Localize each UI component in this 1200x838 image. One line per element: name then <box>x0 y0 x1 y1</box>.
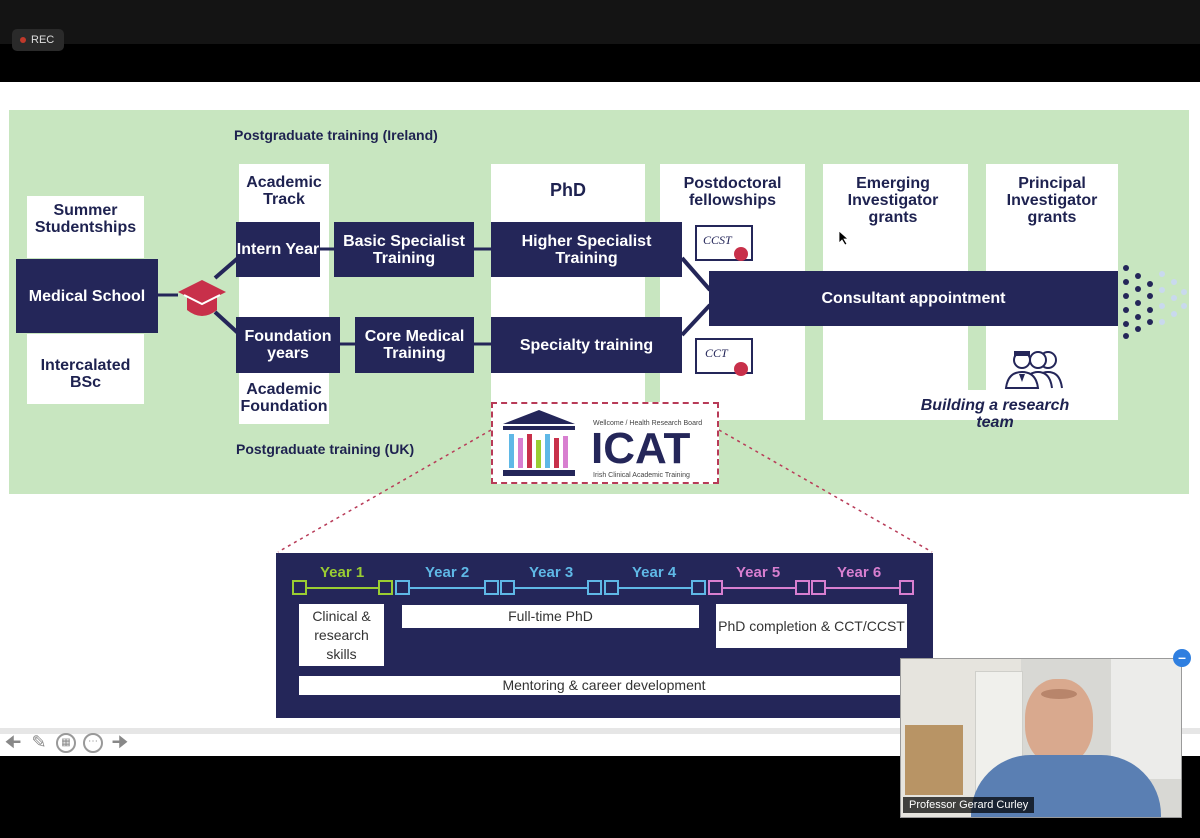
mentoring-box: Mentoring & career development <box>299 676 909 695</box>
back-arrow-icon[interactable]: 🠈 <box>4 732 22 752</box>
phd-completion-box: PhD completion & CCT/CCST <box>716 604 907 648</box>
team-icon <box>1004 351 1063 389</box>
intercalated-label: Intercalated BSc <box>40 357 131 391</box>
forward-arrow-icon[interactable]: 🠊 <box>111 732 129 752</box>
academic-track-label: Academic Track <box>246 174 322 208</box>
summer-label: Summer Studentships <box>34 202 137 236</box>
ccst-seal-icon <box>734 247 748 261</box>
principal-label: Principal Investigator grants <box>1006 175 1098 226</box>
year-2-label: Year 2 <box>425 564 470 581</box>
basic-specialist-box: Basic Specialist Training <box>334 222 474 277</box>
recording-indicator: REC <box>12 29 65 51</box>
specialty-training-box: Specialty training <box>491 317 682 373</box>
foundation-years-box: Foundation years <box>236 317 340 373</box>
research-team-label: Building a research team <box>920 397 1070 431</box>
background-boxes <box>905 725 963 795</box>
higher-specialist-box: Higher Specialist Training <box>491 222 682 277</box>
participant-name: Professor Gerard Curley <box>903 797 1035 813</box>
top-bar <box>0 0 1200 44</box>
cct-seal-icon <box>734 362 748 376</box>
consultant-box: Consultant appointment <box>709 271 1118 326</box>
intern-year-box: Intern Year <box>236 222 320 277</box>
research-team-strip <box>968 390 1118 420</box>
pen-icon[interactable]: ✎ <box>31 732 47 752</box>
clinical-skills-box: Clinical & research skills <box>299 604 384 666</box>
emerging-label: Emerging Investigator grants <box>847 175 939 226</box>
year-1-label: Year 1 <box>320 564 365 581</box>
academic-foundation-label: Academic Foundation <box>240 381 328 415</box>
medical-school-box: Medical School <box>16 259 158 333</box>
icat-logo: Wellcome / Health Research Board ICAT Ir… <box>491 402 719 484</box>
dotted-arrow-icon <box>1123 265 1187 339</box>
phd-label: PhD <box>550 180 586 200</box>
intercalated-column <box>27 334 144 404</box>
icat-building-icon <box>503 410 575 476</box>
header-ireland: Postgraduate training (Ireland) <box>234 127 438 143</box>
year-5-label: Year 5 <box>736 564 781 581</box>
minimize-icon[interactable]: – <box>1173 649 1191 667</box>
mouse-cursor-icon <box>838 230 848 246</box>
year-4-label: Year 4 <box>632 564 677 581</box>
record-dot-icon <box>20 37 26 43</box>
year-3-label: Year 3 <box>529 564 574 581</box>
fulltime-phd-box: Full-time PhD <box>402 605 699 628</box>
summer-column <box>27 196 144 258</box>
slides-icon[interactable]: ▦ <box>56 733 76 753</box>
header-uk: Postgraduate training (UK) <box>236 441 415 457</box>
postdoc-label: Postdoctoral fellowships <box>683 175 782 209</box>
timeline-track <box>292 580 914 595</box>
graduation-cap-icon <box>178 280 226 316</box>
year-6-label: Year 6 <box>837 564 882 581</box>
cct-certificate-icon: CCT <box>695 338 753 374</box>
more-icon[interactable]: ⋯ <box>83 733 103 753</box>
core-medical-box: Core Medical Training <box>355 317 474 373</box>
academic-column <box>239 164 329 424</box>
participant-video[interactable] <box>900 658 1182 818</box>
